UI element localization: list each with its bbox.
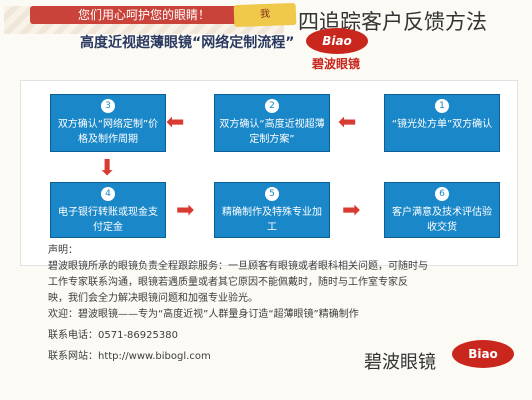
step-number-3: 3 <box>101 99 115 113</box>
step-text-2: 双方确认“高度近视超薄定制方案” <box>219 119 325 145</box>
brand-logo: Biao <box>306 28 368 54</box>
side-banner: 我 <box>233 2 297 28</box>
note-line-4: 欢迎：碧波眼镜——专为“高度近视”人群量身订造“超薄眼镜”精确制作 <box>48 309 359 320</box>
brand-block: Biao 碧波眼镜 <box>306 28 376 71</box>
website-line: 联系网站：http://www.bibogl.com <box>48 351 211 362</box>
step-box-4: 4 电子银行转账或现金支付定金 <box>50 182 166 238</box>
step-text-1: “镜光处方单”双方确认 <box>391 119 493 130</box>
top-banner: 您们用心呵护您的眼睛！ <box>30 6 258 24</box>
note-line-3: 映，我们会全力解决眼镜问题和加强专业验光。 <box>48 293 258 304</box>
step-text-3: 双方确认“网络定制”价格及制作周期 <box>57 119 159 145</box>
phone-line: 联系电话：0571-86925380 <box>48 330 178 341</box>
arrow-left-icon: ⬅ <box>166 110 185 135</box>
brand-name: 碧波眼镜 <box>312 57 361 71</box>
step-number-2: 2 <box>265 99 279 113</box>
arrow-right-icon: ➡ <box>176 198 195 223</box>
notes-heading: 声明： <box>48 245 78 256</box>
notes-section: 声明： 碧波眼镜所承的眼镜负责全程跟踪服务：一旦顾客有眼镜或者眼科相关问题，可随… <box>48 240 478 362</box>
note-line-2: 工作专家联系沟通，眼镜若遇质量或者其它原因不能佩戴时，随时与工作室专家反 <box>48 277 408 288</box>
note-line-1: 碧波眼镜所承的眼镜负责全程跟踪服务：一旦顾客有眼镜或者眼科相关问题，可随时与 <box>48 261 428 272</box>
step-number-1: 1 <box>435 99 449 113</box>
step-box-3: 3 双方确认“网络定制”价格及制作周期 <box>50 94 166 152</box>
flow-title: 高度近视超薄眼镜“网络定制流程” <box>80 35 295 51</box>
step-number-6: 6 <box>435 187 449 201</box>
step-number-5: 5 <box>265 187 279 201</box>
step-text-4: 电子银行转账或现金支付定金 <box>58 207 158 233</box>
arrow-down-icon: ⬇ <box>98 156 117 181</box>
step-number-4: 4 <box>101 187 115 201</box>
signature: 碧波眼镜 <box>364 352 436 373</box>
step-box-5: 5 精确制作及特殊专业加工 <box>214 182 330 238</box>
step-box-2: 2 双方确认“高度近视超薄定制方案” <box>214 94 330 152</box>
step-box-6: 6 客户满意及技术评估验收交货 <box>384 182 500 238</box>
step-text-5: 精确制作及特殊专业加工 <box>222 207 322 233</box>
arrow-right-icon: ➡ <box>342 198 361 223</box>
arrow-left-icon: ⬅ <box>338 110 357 135</box>
step-text-6: 客户满意及技术评估验收交货 <box>392 207 492 233</box>
step-box-1: 1 “镜光处方单”双方确认 <box>384 94 500 152</box>
bottom-logo: Biao <box>452 340 514 368</box>
